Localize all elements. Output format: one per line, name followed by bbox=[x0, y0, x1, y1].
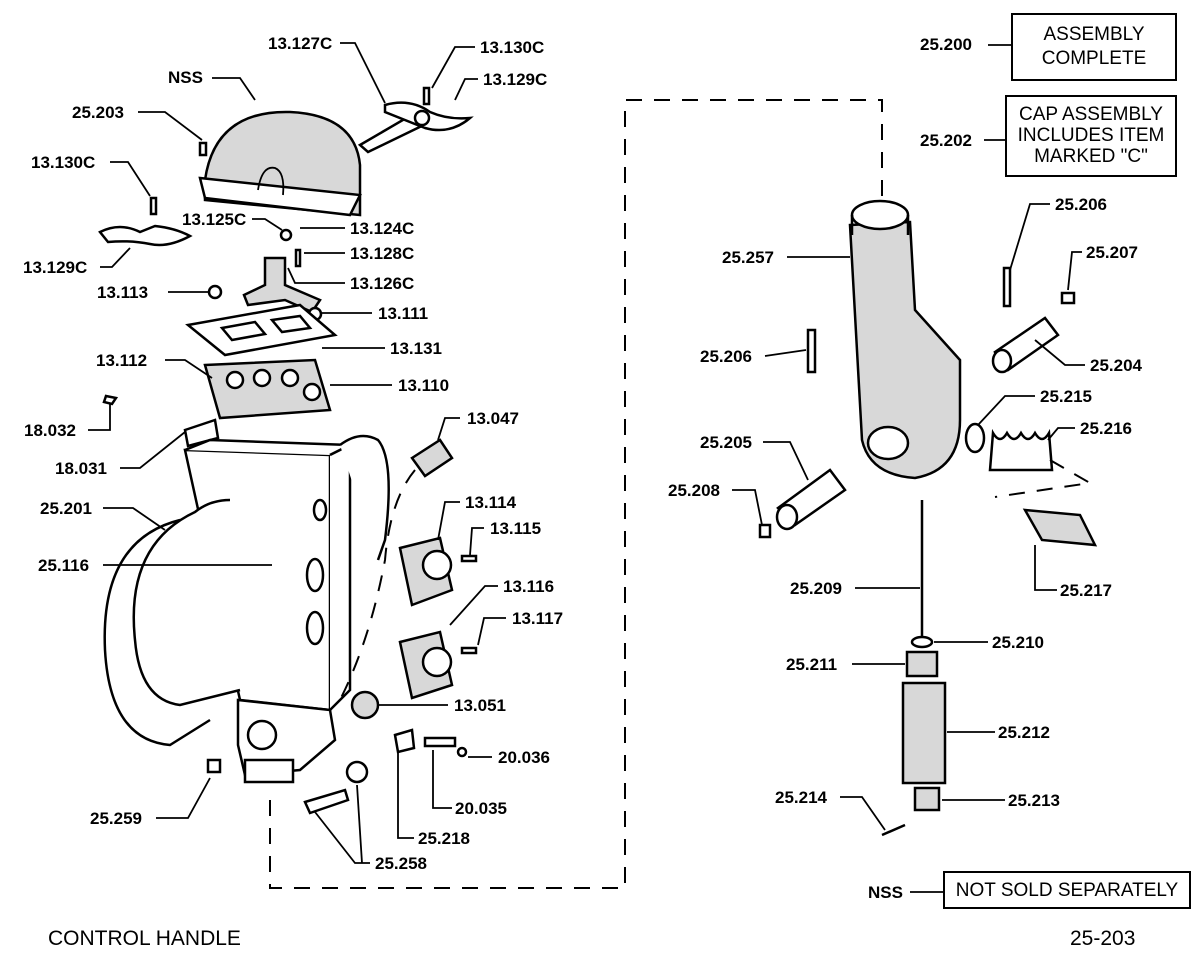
spacer-part bbox=[905, 650, 939, 678]
callout-label: 25.116 bbox=[38, 556, 89, 575]
legend-cap-line1: CAP ASSEMBLY bbox=[1019, 104, 1163, 125]
callout-label: 13.114 bbox=[465, 493, 517, 512]
callout-label: 25.203 bbox=[72, 103, 124, 122]
legend-assembly-complete: ASSEMBLY COMPLETE 25.200 bbox=[920, 13, 1177, 81]
callout-label: 25.206 bbox=[700, 347, 752, 366]
callout-label: 13.113 bbox=[97, 283, 148, 302]
legend-assembly-key: 25.200 bbox=[920, 35, 972, 54]
bolt-part bbox=[303, 788, 350, 815]
callout-label: 25.259 bbox=[90, 809, 142, 828]
callout-label: 25.209 bbox=[790, 579, 842, 598]
callout-label: 13.128C bbox=[350, 244, 414, 263]
fitting-part bbox=[1022, 508, 1098, 547]
callout-label: 13.116 bbox=[503, 577, 554, 596]
page-number: 25-203 bbox=[1070, 927, 1135, 950]
callout-label: 25.215 bbox=[1040, 387, 1092, 406]
callout-label: 13.047 bbox=[467, 409, 519, 428]
connector-part bbox=[410, 438, 454, 478]
pin-part bbox=[881, 823, 906, 837]
callout-label: 20.036 bbox=[498, 748, 550, 767]
left-assembly-drawing bbox=[98, 86, 478, 815]
callout-leaders bbox=[88, 42, 1085, 864]
legend-assembly-line1: ASSEMBLY bbox=[1043, 24, 1144, 45]
callout-label: 13.125C bbox=[182, 210, 246, 229]
callout-label: 13.124C bbox=[350, 219, 414, 238]
callout-label: 25.214 bbox=[775, 788, 828, 807]
callout-label: 18.031 bbox=[55, 459, 107, 478]
callout-label: 25.258 bbox=[375, 854, 427, 873]
base-part bbox=[236, 698, 337, 777]
legend-nss: NOT SOLD SEPARATELY NSS bbox=[868, 871, 1191, 909]
callout-label: 25.206 bbox=[1055, 195, 1107, 214]
diagram-title: CONTROL HANDLE bbox=[48, 927, 241, 950]
legend-cap-line2: INCLUDES ITEM bbox=[1018, 125, 1165, 146]
callout-label: 13.117 bbox=[512, 609, 563, 628]
callout-label: 20.035 bbox=[455, 799, 507, 818]
callout-label: 13.127C bbox=[268, 34, 332, 53]
body-part bbox=[848, 220, 962, 480]
knob-part bbox=[242, 256, 322, 314]
callout-label: 13.130C bbox=[480, 38, 544, 57]
callout-label: 13.130C bbox=[31, 153, 95, 172]
callout-label: 13.110 bbox=[398, 376, 449, 395]
callout-label: 25.218 bbox=[418, 829, 470, 848]
callout-label: 13.126C bbox=[350, 274, 414, 293]
callout-label: 18.032 bbox=[24, 421, 76, 440]
bellows-part bbox=[901, 681, 947, 785]
legend-nss-key: NSS bbox=[868, 883, 903, 902]
callout-label: NSS bbox=[168, 68, 203, 87]
callout-label: 25.257 bbox=[722, 248, 774, 267]
callout-label: 13.112 bbox=[96, 351, 147, 370]
callout-label: 13.111 bbox=[378, 304, 428, 323]
callout-label: 13.115 bbox=[490, 519, 541, 538]
legend-assembly-line2: COMPLETE bbox=[1042, 48, 1147, 69]
callout-label: 25.207 bbox=[1086, 243, 1138, 262]
right-assembly-drawing bbox=[758, 199, 1098, 837]
tip-part bbox=[913, 786, 941, 812]
legend-nss-text: NOT SOLD SEPARATELY bbox=[956, 880, 1179, 901]
callout-label: 25.210 bbox=[992, 633, 1044, 652]
gear-part bbox=[350, 690, 380, 720]
callout-label: 25.208 bbox=[668, 481, 720, 500]
callout-label: 25.201 bbox=[40, 499, 92, 518]
callout-label: 13.129C bbox=[483, 70, 547, 89]
small-lever-part bbox=[98, 224, 193, 247]
callout-label: 25.213 bbox=[1008, 791, 1060, 810]
callout-label: 25.211 bbox=[786, 655, 837, 674]
callout-label: 25.217 bbox=[1060, 581, 1112, 600]
spring-25-216-part bbox=[988, 428, 1054, 472]
legend-cap-assembly: CAP ASSEMBLY INCLUDES ITEM MARKED "C" 25… bbox=[920, 95, 1177, 177]
legend-cap-line3: MARKED "C" bbox=[1034, 146, 1148, 167]
callout-label: 13.051 bbox=[454, 696, 506, 715]
callout-label: 13.129C bbox=[23, 258, 87, 277]
callout-labels: 13.127C NSS 13.130C 13.129C 25.203 13.13… bbox=[23, 34, 1143, 873]
callout-label: 13.131 bbox=[390, 339, 442, 358]
callout-label: 25.204 bbox=[1090, 356, 1143, 375]
callout-label: 25.212 bbox=[998, 723, 1050, 742]
callout-label: 25.216 bbox=[1080, 419, 1132, 438]
callout-label: 25.205 bbox=[700, 433, 752, 452]
legend-cap-key: 25.202 bbox=[920, 131, 972, 150]
